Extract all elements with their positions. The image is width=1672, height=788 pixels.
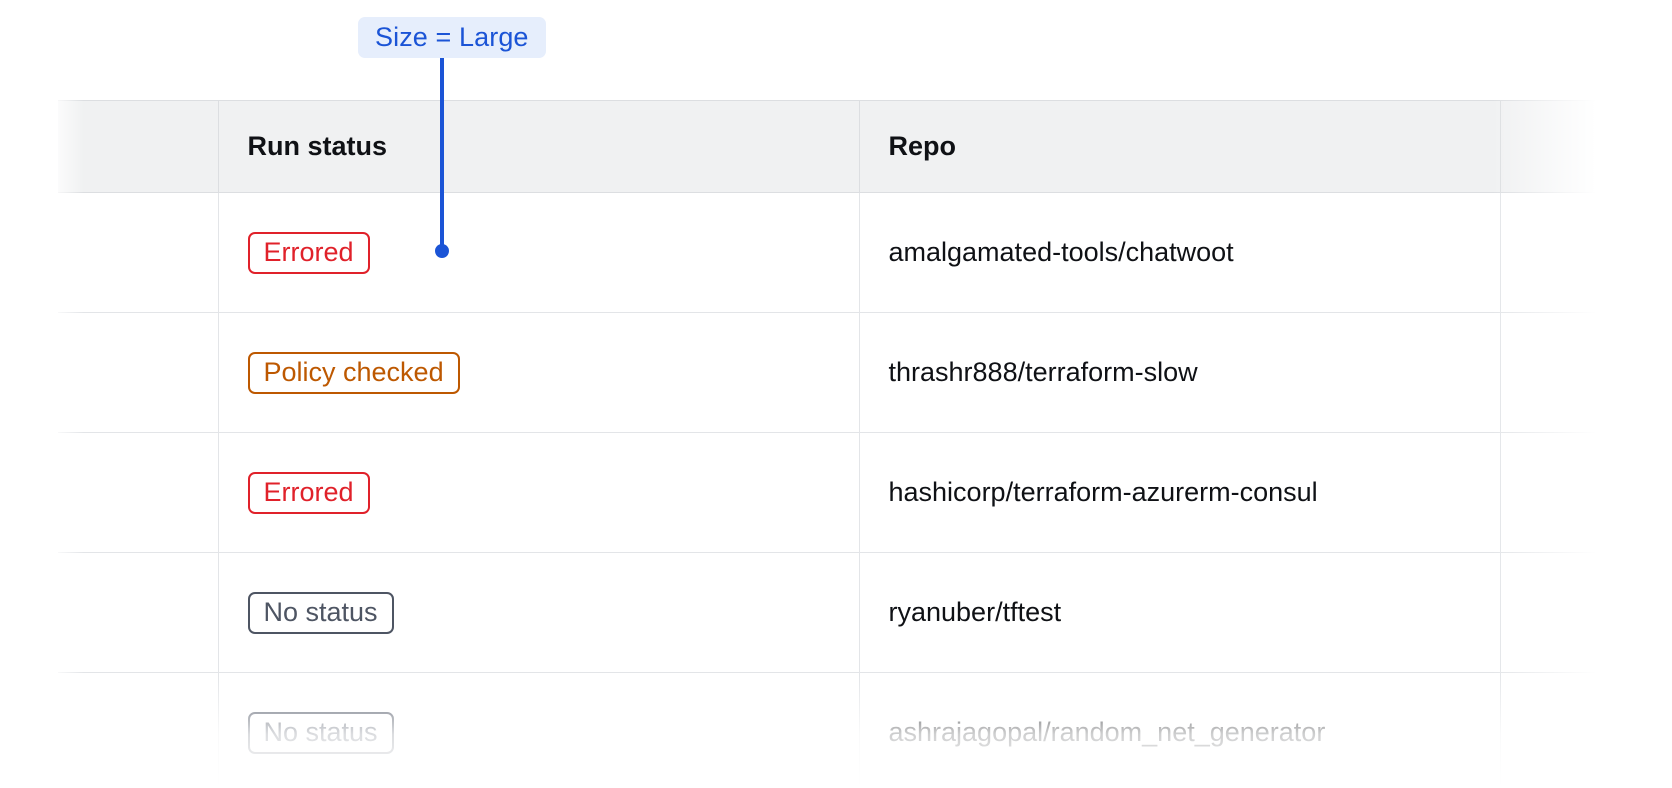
column-header-run-status[interactable]: Run status xyxy=(218,100,860,193)
column-header-select[interactable] xyxy=(50,100,219,193)
row-trailing-cell xyxy=(1500,312,1630,433)
annotation-anchor-dot xyxy=(435,244,449,258)
run-status-cell: Policy checked xyxy=(218,312,860,433)
status-badge: Errored xyxy=(247,471,370,514)
status-badge: No status xyxy=(247,591,394,634)
run-status-cell: No status xyxy=(218,672,860,788)
row-select-cell[interactable] xyxy=(50,312,219,433)
table-row[interactable]: Policy checked thrashr888/terraform-slow xyxy=(50,312,1630,433)
row-trailing-cell xyxy=(1500,192,1630,313)
repo-cell: thrashr888/terraform-slow xyxy=(859,312,1501,433)
repo-name[interactable]: ryanuber/tftest xyxy=(888,597,1062,627)
column-header-trailing xyxy=(1500,100,1630,193)
run-status-cell: Errored xyxy=(218,432,860,553)
table-row[interactable]: No status ryanuber/tftest xyxy=(50,552,1630,673)
table-row[interactable]: Errored hashicorp/terraform-azurerm-consu… xyxy=(50,432,1630,553)
annotation-connector-line xyxy=(440,58,444,252)
runs-table-container: Run status Repo Errored amalgamated-tools… xyxy=(50,100,1630,788)
repo-cell: amalgamated-tools/chatwoot xyxy=(859,192,1501,313)
row-select-cell[interactable] xyxy=(50,552,219,673)
runs-table: Run status Repo Errored amalgamated-tools… xyxy=(50,100,1630,788)
row-trailing-cell xyxy=(1500,432,1630,553)
status-badge: Policy checked xyxy=(247,351,460,394)
repo-name[interactable]: thrashr888/terraform-slow xyxy=(888,357,1198,387)
row-trailing-cell xyxy=(1500,552,1630,673)
repo-cell: ryanuber/tftest xyxy=(859,552,1501,673)
row-select-cell[interactable] xyxy=(50,432,219,553)
row-trailing-cell xyxy=(1500,672,1630,788)
repo-cell: ashrajagopal/random_net_generator xyxy=(859,672,1501,788)
repo-name[interactable]: ashrajagopal/random_net_generator xyxy=(888,717,1326,747)
row-select-cell[interactable] xyxy=(50,192,219,313)
run-status-cell: Errored xyxy=(218,192,860,313)
column-header-repo[interactable]: Repo xyxy=(859,100,1501,193)
table-header: Run status Repo xyxy=(50,100,1630,193)
repo-cell: hashicorp/terraform-azurerm-consul xyxy=(859,432,1501,553)
row-select-cell[interactable] xyxy=(50,672,219,788)
annotation-size-badge: Size = Large xyxy=(358,17,546,58)
status-badge: No status xyxy=(247,711,394,754)
repo-name[interactable]: hashicorp/terraform-azurerm-consul xyxy=(888,477,1318,507)
run-status-cell: No status xyxy=(218,552,860,673)
table-header-row: Run status Repo xyxy=(50,100,1630,193)
status-badge: Errored xyxy=(247,231,370,274)
table-row[interactable]: No status ashrajagopal/random_net_generat… xyxy=(50,672,1630,788)
table-row[interactable]: Errored amalgamated-tools/chatwoot xyxy=(50,192,1630,313)
repo-name[interactable]: amalgamated-tools/chatwoot xyxy=(888,237,1234,267)
